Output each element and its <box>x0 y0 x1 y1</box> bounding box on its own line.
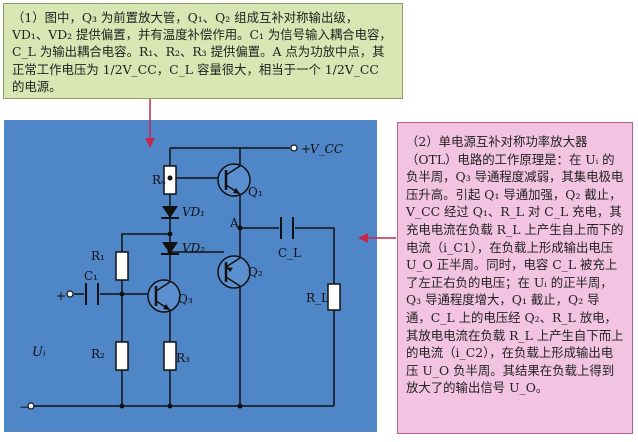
q2-emitter-arrow <box>226 267 233 272</box>
resistor-r3 <box>163 341 177 371</box>
circuit-description-text: （1）图中，Q₃ 为前置放大管，Q₁、Q₂ 组成互补对称输出级，VD₁、VD₂ … <box>12 10 392 94</box>
node-r1-top <box>167 231 173 237</box>
vcc-terminal <box>290 144 298 152</box>
q3-label: Q₃ <box>178 292 193 306</box>
q1-label: Q₁ <box>248 185 263 199</box>
input-signal-label: Uᵢ <box>32 345 46 360</box>
resistor-r1 <box>115 251 129 281</box>
q3-emitter-arrow <box>163 304 170 310</box>
rl-label: R_L <box>306 291 329 305</box>
node-r4-q1 <box>167 175 173 181</box>
diode-vd2 <box>162 242 178 254</box>
r3-label: R₃ <box>176 351 190 365</box>
working-principle-note: （2）单电源互补对称功率放大器（OTL）电路的工作原理是：在 Uᵢ 的负半周，Q… <box>397 122 633 434</box>
input-terminal <box>66 290 74 298</box>
node-r2-ground <box>119 403 125 409</box>
otl-amplifier-schematic: + V_CC R₄ Q₁ VD₁ A C_L R₁ VD₂ C₁ + Q₂ R_… <box>19 142 343 414</box>
node-a <box>237 225 243 231</box>
vd1-label: VD₁ <box>182 205 205 219</box>
resistor-rl <box>327 283 341 311</box>
circuit-description-note: （1）图中，Q₃ 为前置放大管，Q₁、Q₂ 组成互补对称输出级，VD₁、VD₂ … <box>3 3 403 99</box>
q1-emitter-arrow <box>233 188 240 194</box>
transistor-q2 <box>217 255 251 289</box>
resistor-r2 <box>115 341 129 371</box>
r1-label: R₁ <box>91 249 105 263</box>
ground-terminal <box>27 402 35 410</box>
ground-minus-label: − <box>19 400 29 414</box>
transistor-q1 <box>217 163 251 197</box>
r2-label: R₂ <box>91 347 105 361</box>
r4-label: R₄ <box>152 173 166 187</box>
schematic-panel: + V_CC R₄ Q₁ VD₁ A C_L R₁ VD₂ C₁ + Q₂ R_… <box>4 120 377 432</box>
q2-label: Q₂ <box>248 265 263 279</box>
working-principle-text: （2）单电源互补对称功率放大器（OTL）电路的工作原理是：在 Uᵢ 的负半周，Q… <box>406 134 624 396</box>
node-q2-ground <box>237 403 243 409</box>
c1-label: C₁ <box>84 269 98 283</box>
vd2-label: VD₂ <box>182 241 205 255</box>
capacitor-c1 <box>85 283 99 305</box>
node-a-label: A <box>229 216 239 230</box>
diode-vd1 <box>162 206 178 218</box>
vcc-plus-label: + <box>301 142 311 156</box>
wire-r1-top <box>121 233 170 252</box>
node-q2-base <box>167 249 173 255</box>
wire-cl-to-rl <box>295 227 335 284</box>
transistor-q3 <box>147 279 181 313</box>
capacitor-cl <box>280 217 294 239</box>
node-r3-ground <box>167 403 173 409</box>
node-c1-r1 <box>119 291 125 297</box>
cl-label: C_L <box>278 246 301 260</box>
vcc-label: V_CC <box>310 142 343 156</box>
input-plus-label: + <box>56 289 66 303</box>
